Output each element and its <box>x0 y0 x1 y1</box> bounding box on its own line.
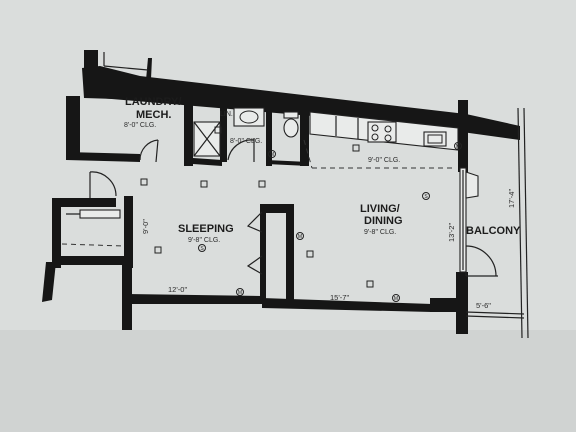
bottom-exterior-wall-2 <box>262 298 432 312</box>
closet-left-wall <box>52 198 61 268</box>
balcony-label: BALCONY <box>466 225 521 237</box>
sleeping-width-dim: 12'-0" <box>168 285 187 294</box>
kitchen-soffit-line-2 <box>303 139 313 169</box>
vent-symbol-1 <box>392 294 400 302</box>
burner-3 <box>371 133 379 141</box>
balcony-bottom-rail <box>465 311 525 315</box>
living-label-line2: DINING <box>364 215 403 227</box>
kitchen-range <box>367 121 397 143</box>
laundry-top-detail-2 <box>103 65 149 71</box>
laundry-ceiling-label: 8'-0" CLG. <box>124 122 156 129</box>
burner-4 <box>384 134 392 142</box>
laundry-corner-wall <box>84 50 152 100</box>
kitchen-ceiling-label: 9'-0" CLG. <box>368 157 400 164</box>
vent-symbol-5 <box>454 142 462 150</box>
balcony-rail-2 <box>523 107 529 339</box>
laundry-door-leaf <box>155 139 159 163</box>
sleeping-depth-dim: 9'-0" <box>141 219 150 234</box>
balcony-bottom-rail-2 <box>465 315 525 319</box>
closet-top-wall <box>54 198 116 207</box>
sleeping-door-lower <box>246 255 263 275</box>
laundry-door-swing <box>139 139 159 161</box>
bath-mid-wall <box>266 108 272 166</box>
vent-symbol-label-2: M <box>238 290 242 296</box>
linen-label: LIN. <box>220 111 233 118</box>
bath-vanity <box>233 107 265 127</box>
living-depth-dim: 13'-2" <box>447 223 456 242</box>
burner-1 <box>371 124 379 132</box>
laundry-bottom-wall <box>66 152 140 162</box>
ceiling-fixture-6 <box>154 246 162 254</box>
partition-right <box>286 204 294 304</box>
balcony-rail-1 <box>517 107 523 339</box>
bath-ceiling-label: 8'-0" CLG. <box>230 138 262 145</box>
laundry-left-wall <box>66 96 80 158</box>
sleeping-ceiling-label: 9'-8" CLG. <box>188 237 220 244</box>
bath-left-wall <box>220 104 227 162</box>
ceiling-fixture-3 <box>352 144 360 152</box>
bath-bottom-wall-2 <box>266 160 309 166</box>
vent-symbol-6 <box>268 150 276 158</box>
kitchen-sink <box>423 131 447 147</box>
living-ceiling-label: 9'-8" CLG. <box>364 229 396 236</box>
vent-symbol-label-0: M <box>298 234 302 240</box>
laundry-right-wall <box>184 100 193 166</box>
closet-right-wall <box>124 196 133 268</box>
shower-x2 <box>193 121 221 157</box>
top-exterior-wall <box>82 66 520 140</box>
partition-top <box>262 204 292 213</box>
toilet-tank <box>283 111 299 119</box>
ceiling-fixture-0 <box>140 178 148 186</box>
vent-symbol-label-6: M <box>270 152 274 158</box>
living-width-dim: 15'-7" <box>330 293 349 302</box>
vent-symbol-label-1: M <box>394 296 398 302</box>
bottom-right-wall <box>430 298 464 312</box>
ceiling-fixture-4 <box>306 250 314 258</box>
vent-symbol-2 <box>236 288 244 296</box>
living-label-line1: LIVING/ <box>360 203 400 215</box>
outlet-symbol-4 <box>422 192 430 200</box>
laundry-label-line2: MECH. <box>136 109 171 121</box>
ceiling-fixture-1 <box>200 180 208 188</box>
bath-sink-bowl <box>239 110 259 124</box>
outlet-symbol-3 <box>198 244 206 252</box>
outlet-symbol-label-4: S <box>424 194 428 200</box>
closet-rod <box>61 243 125 247</box>
toilet-bowl <box>283 118 299 138</box>
closet-door-swing <box>89 171 117 197</box>
partition-left <box>260 204 266 304</box>
laundry-label-line1: LAUNDRY/ <box>125 96 181 108</box>
closet-bottom-wall <box>52 256 132 265</box>
bath-door-swing <box>227 139 255 161</box>
bath-right-wall <box>300 110 309 166</box>
right-column-lower <box>456 272 468 334</box>
ceiling-fixture-7 <box>214 126 222 134</box>
closet-lower-left-wall <box>42 262 56 302</box>
bath-bottom-wall <box>193 158 222 166</box>
sleeping-label: SLEEPING <box>178 223 234 235</box>
right-exterior-wall <box>458 100 468 172</box>
hvac-unit <box>465 171 479 199</box>
burner-2 <box>384 125 392 133</box>
balcony-door-swing <box>465 245 497 277</box>
ceiling-fixture-2 <box>258 180 266 188</box>
bottom-exterior-wall <box>124 294 262 304</box>
outlet-symbol-label-3: S <box>200 246 204 252</box>
ceiling-fixture-5 <box>366 280 374 288</box>
vent-symbol-label-5: M <box>456 144 460 150</box>
sleeping-door-upper <box>246 211 263 233</box>
vent-symbol-0 <box>296 232 304 240</box>
closet-shelf-unit <box>79 209 121 219</box>
balcony-width-dim: 5'-6" <box>476 301 491 310</box>
balcony-depth-dim: 17'-4" <box>507 189 516 208</box>
paper-lower-shadow <box>0 330 576 432</box>
kitchen-sink-bowl <box>427 134 443 144</box>
